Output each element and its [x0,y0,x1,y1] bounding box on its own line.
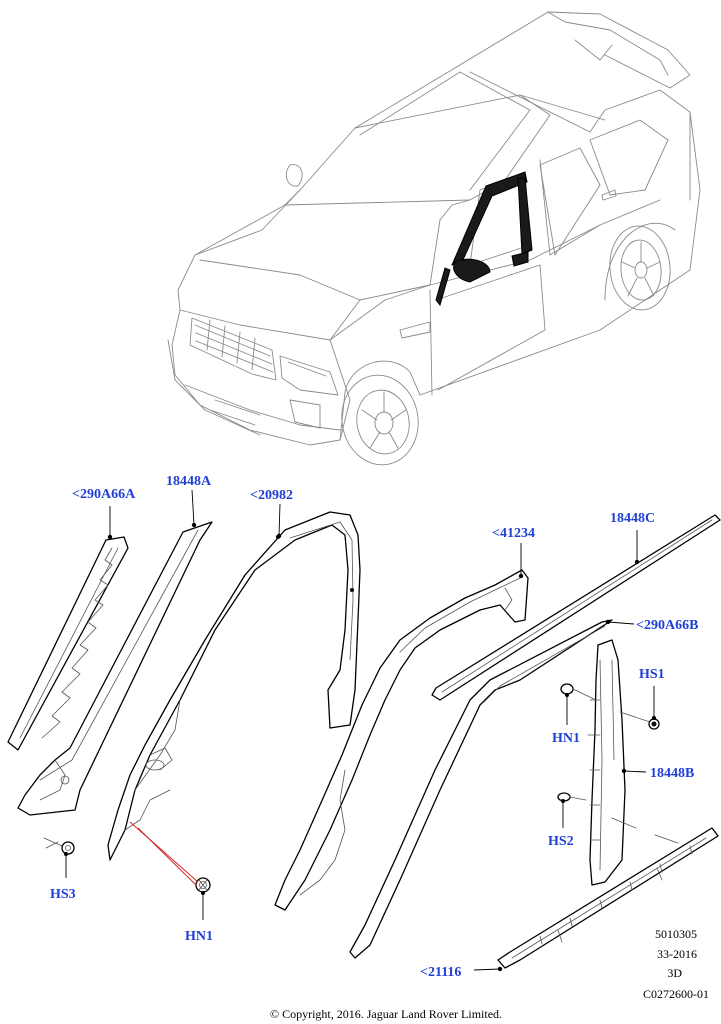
fastener-hn1-left [195,877,211,893]
copyright-notice: © Copyright, 2016. Jaguar Land Rover Lim… [270,1007,502,1021]
reference-line-2: 33-2016 [657,947,697,961]
part-18448b [587,639,626,886]
vehicle-illustration [167,11,701,466]
part-18448a [17,521,213,816]
callout-41234: <41234 [492,526,535,541]
callout-18448b: 18448B [650,766,694,781]
leader-lines [64,489,656,972]
part-20982 [107,511,361,861]
reference-line-3: 3D [667,966,682,980]
callout-hs1: HS1 [639,667,665,682]
callout-hs3: HS3 [50,887,76,902]
fastener-hs1 [619,711,660,730]
part-290a66a [7,536,129,751]
callout-18448c: 18448C [610,511,655,526]
fastener-hs2 [557,792,679,844]
callout-hn1-right: HN1 [552,731,580,746]
callout-21116: <21116 [420,965,461,980]
callout-20982: <20982 [250,488,293,503]
reference-block: 5010305 33-2016 3D C0272600-01 [643,927,709,1001]
callout-hs2: HS2 [548,834,574,849]
fastener-hn1-right [560,683,597,701]
fastener-hs3 [43,837,75,855]
part-41234 [274,569,529,911]
part-290a66b [349,619,613,959]
callout-labels: <290A66A 18448A <20982 <41234 18448C <29… [50,474,698,980]
callout-hn1-left: HN1 [185,929,213,944]
pillar-highlight [451,171,528,266]
reference-line-1: 5010305 [655,927,697,941]
part-18448c [431,514,721,701]
part-21116 [497,827,719,969]
callout-290a66b: <290A66B [636,618,698,633]
callout-18448a: 18448A [166,474,212,489]
reference-line-4: C0272600-01 [643,987,709,1001]
callout-290a66a: <290A66A [72,487,136,502]
